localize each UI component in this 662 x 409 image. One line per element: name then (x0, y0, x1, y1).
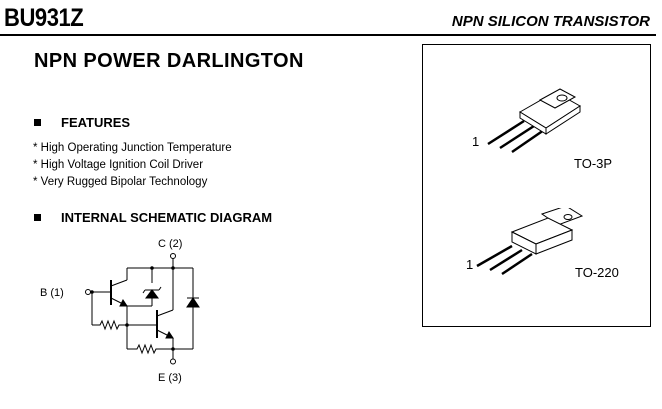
to3p-label: TO-3P (574, 156, 613, 171)
feature-item: * High Operating Junction Temperature (33, 142, 232, 154)
features-heading-label: FEATURES (61, 115, 131, 130)
to220-label: TO-220 (575, 265, 619, 280)
base-terminal-icon (85, 289, 91, 295)
schematic-heading: INTERNAL SCHEMATIC DIAGRAM (34, 210, 272, 225)
schematic-heading-label: INTERNAL SCHEMATIC DIAGRAM (61, 210, 273, 225)
features-heading: FEATURES (34, 115, 130, 130)
to3p-package-icon (487, 88, 581, 154)
base-pin-label: B (1) (40, 287, 64, 299)
emitter-pin-label: E (3) (158, 372, 182, 384)
zener-diode-icon (127, 286, 162, 307)
freewheel-diode-icon (186, 292, 200, 349)
collector-pin-label: C (2) (158, 238, 182, 250)
schematic-diagram: C (2) B (1) E (3) (40, 238, 200, 384)
to220-package-icon (476, 208, 584, 276)
transistor-q2-icon (156, 309, 174, 339)
section-bullet-icon (34, 119, 41, 126)
resistor-r2-icon (127, 343, 173, 355)
to220-pin-one-marker: 1 (466, 257, 474, 272)
emitter-terminal-icon (170, 358, 176, 365)
collector-terminal-icon (170, 253, 176, 259)
feature-item: * High Voltage Ignition Coil Driver (33, 159, 204, 171)
feature-item: * Very Rugged Bipolar Technology (33, 176, 208, 188)
package-outline-box (422, 44, 651, 327)
features-list: * High Operating Junction Temperature * … (33, 140, 232, 191)
section-bullet-icon (34, 214, 41, 221)
header-category: NPN SILICON TRANSISTOR (451, 13, 650, 30)
to3p-pin-one-marker: 1 (472, 134, 480, 149)
document-title: NPN POWER DARLINGTON (34, 50, 304, 72)
resistor-r1-icon (92, 319, 127, 331)
part-number: BU931Z (4, 4, 84, 32)
transistor-q1-icon (110, 279, 128, 307)
header-rule (0, 34, 656, 36)
